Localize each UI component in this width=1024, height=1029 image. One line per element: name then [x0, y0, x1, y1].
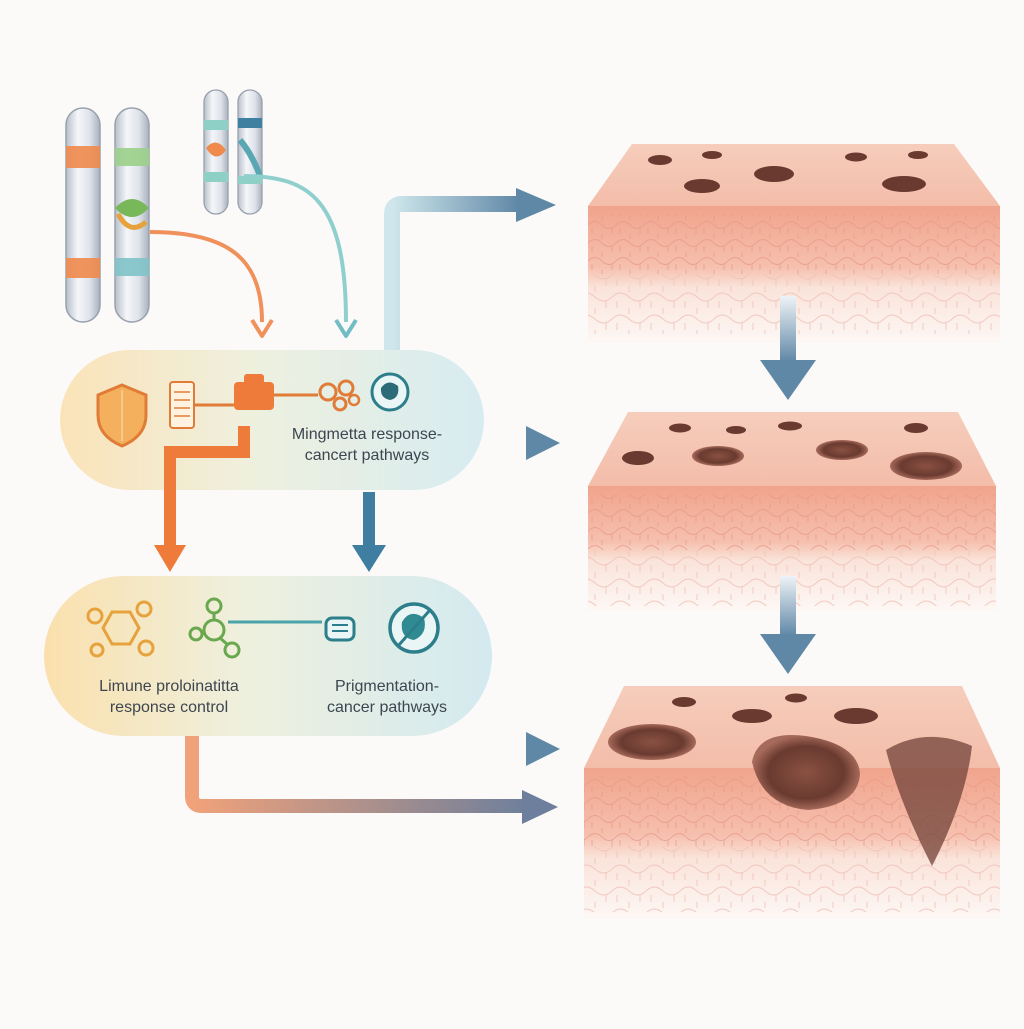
- pigment-cell-icon: [370, 372, 410, 412]
- hexagon-molecule-icon: [86, 600, 155, 658]
- arrow-to-skin-stage-3-upper: [412, 732, 560, 766]
- arrow-to-skin-stage-2: [482, 426, 560, 460]
- upper-pathway-panel: [60, 350, 484, 545]
- lower-right-label-line-1: Prigmentation-: [334, 678, 440, 695]
- shield-icon: [96, 383, 148, 448]
- skin-section-stage-2: [588, 412, 996, 610]
- lower-left-pathway-label: Limune proloinatitta response control: [64, 676, 274, 718]
- skin-section-stage-3: [584, 686, 1000, 918]
- teal-arrow-to-upper-pathway: [243, 174, 348, 323]
- molecule-icon: [318, 379, 361, 412]
- upper-pathway-label-line-2: cancert pathways: [304, 447, 430, 464]
- receptor-block-icon: [234, 374, 274, 410]
- green-molecule-icon: [188, 597, 241, 659]
- arrow-to-skin-stage-1: [384, 188, 556, 352]
- orange-arrow-down: [154, 545, 186, 572]
- lower-right-pathway-label: Prigmentation- cancer pathways: [292, 676, 482, 718]
- blue-arrow-down: [352, 492, 386, 572]
- melanocyte-icon: [388, 602, 440, 654]
- lower-left-label-line-1: Limune proloinatitta: [99, 678, 239, 695]
- lower-right-label-line-2: cancer pathways: [326, 699, 448, 716]
- upper-pathway-label: Mingmetta response- cancert pathways: [262, 424, 472, 466]
- orange-arrow-to-upper-pathway: [149, 230, 264, 323]
- scroll-icon: [169, 381, 195, 429]
- lower-pathway-panel: [44, 576, 530, 813]
- chromosome-pair-right: [203, 89, 263, 215]
- vesicle-icon: [324, 616, 356, 642]
- arrow-to-skin-stage-3-lower: [522, 790, 558, 824]
- arrow-stage-1-to-2: [760, 296, 816, 400]
- upper-pathway-label-line-1: Mingmetta response-: [291, 426, 443, 443]
- arrow-stage-2-to-3: [760, 576, 816, 674]
- chromosome-pair-left: [65, 107, 150, 323]
- lower-left-label-line-2: response control: [109, 699, 229, 716]
